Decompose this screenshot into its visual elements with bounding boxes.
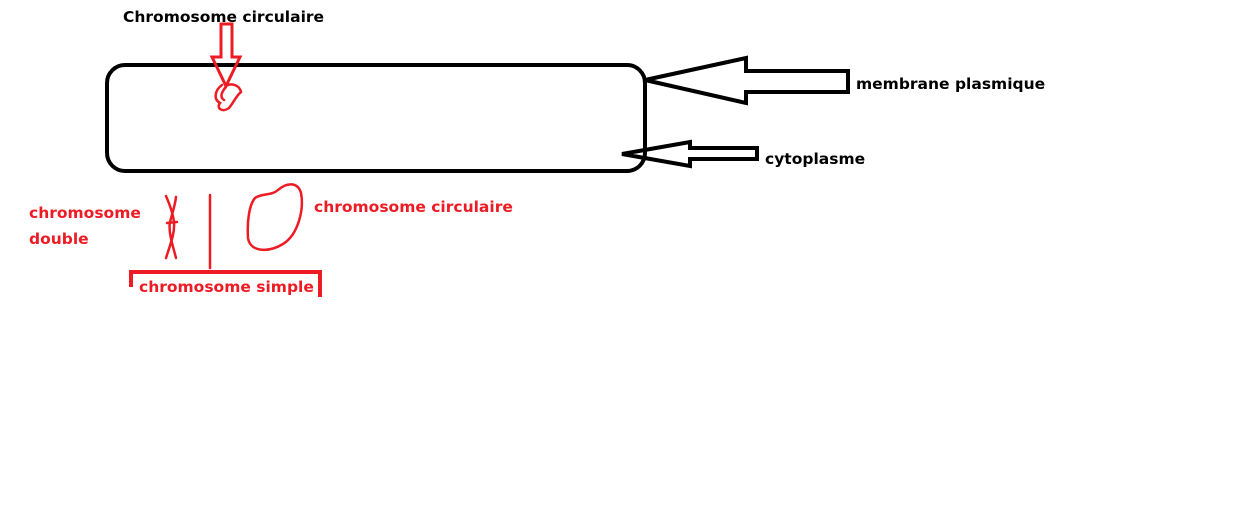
double-chromosome-shape	[164, 194, 179, 260]
membrane-label: membrane plasmique	[856, 75, 1046, 93]
cytoplasm-label: cytoplasme	[765, 150, 866, 168]
double-chromosome-label-line1: chromosome	[29, 204, 141, 222]
double-chromosome-label-line2: double	[29, 230, 89, 248]
group-bracket	[129, 270, 322, 297]
inner-circular-chromosome	[214, 83, 243, 112]
cell-outline	[105, 63, 647, 173]
simple-chromosome-label: chromosome simple	[139, 278, 314, 296]
cytoplasm-arrow	[621, 139, 759, 169]
circular-chromosome-shape	[246, 183, 303, 251]
circular-chromosome-label: chromosome circulaire	[314, 198, 513, 216]
membrane-arrow	[644, 55, 850, 106]
top-chromosome-label: Chromosome circulaire	[123, 8, 325, 26]
red-down-arrow	[209, 22, 243, 90]
